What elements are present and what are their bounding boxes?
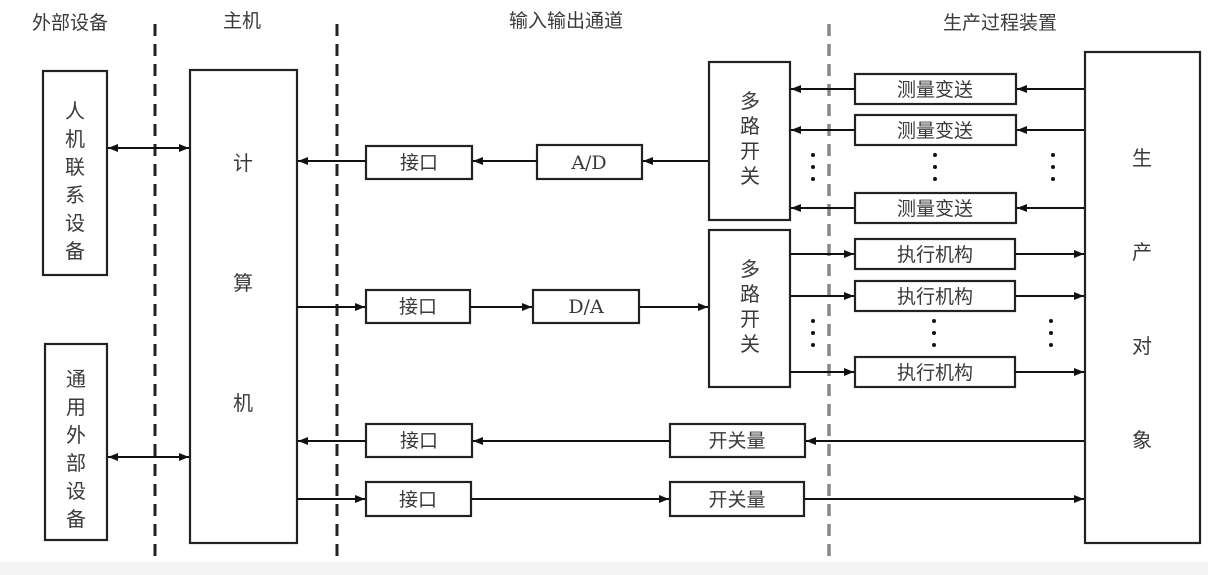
svg-text:A/D: A/D — [570, 152, 606, 174]
computer-label: 计算机 — [233, 151, 253, 415]
actuator-label: 执行机构 — [897, 244, 973, 266]
switch-qty-block-in: 开关量 — [668, 422, 807, 459]
sensor-block: 测量变送 — [853, 113, 1018, 147]
sensor-block: 测量变送 — [853, 191, 1018, 225]
ellipsis-dots-icon — [1051, 153, 1055, 181]
interface-block-digital-out: 接口 — [364, 480, 473, 518]
adc-block: A/D — [535, 143, 644, 181]
actuator-block: 执行机构 — [853, 237, 1017, 271]
section-header-process: 生产过程装置 — [943, 12, 1057, 34]
ellipsis-dots-icon — [1049, 319, 1053, 347]
svg-text:D/A: D/A — [568, 296, 604, 318]
section-header-host: 主机 — [223, 10, 261, 32]
sensor-label: 测量变送 — [897, 120, 973, 142]
actuator-label: 执行机构 — [897, 286, 973, 308]
actuator-block: 执行机构 — [853, 355, 1017, 389]
interface-block-analog-out: 接口 — [364, 288, 472, 325]
svg-text:开关量: 开关量 — [708, 430, 765, 452]
ellipsis-dots-icon — [932, 319, 936, 347]
actuator-block: 执行机构 — [853, 279, 1017, 313]
interface-block-analog-in: 接口 — [364, 144, 474, 181]
svg-text:接口: 接口 — [399, 296, 437, 318]
svg-text:接口: 接口 — [400, 430, 438, 452]
section-header-io-channel: 输入输出通道 — [509, 10, 623, 32]
computer-block: 计算机 — [188, 68, 299, 545]
mux-input-block: 多路开关 — [707, 60, 792, 222]
sensor-label: 测量变送 — [897, 198, 973, 220]
bottom-strip — [0, 562, 1208, 575]
hmi-device-label: 人机联系设备 — [65, 99, 85, 263]
general-peripheral-block: 通用外部设备 — [43, 342, 109, 542]
hmi-device-block: 人机联系设备 — [41, 69, 109, 277]
actuator-label: 执行机构 — [897, 362, 973, 384]
ellipsis-dots-icon — [933, 153, 937, 181]
dac-block: D/A — [531, 288, 641, 325]
production-object-block: 生产对象 — [1083, 50, 1202, 545]
interface-block-digital-in: 接口 — [364, 422, 474, 459]
svg-text:接口: 接口 — [399, 489, 437, 511]
sensor-label: 测量变送 — [897, 79, 973, 101]
mux-output-label: 多路开关 — [740, 257, 760, 356]
production-object-label: 生产对象 — [1132, 146, 1152, 452]
sensor-block: 测量变送 — [853, 72, 1018, 106]
svg-text:开关量: 开关量 — [708, 489, 765, 511]
general-peripheral-label: 通用外部设备 — [66, 367, 86, 531]
section-header-external: 外部设备 — [32, 12, 108, 34]
ellipsis-dots-icon — [811, 153, 815, 181]
svg-text:接口: 接口 — [400, 152, 438, 174]
switch-qty-block-out: 开关量 — [668, 480, 806, 518]
mux-output-block: 多路开关 — [707, 228, 792, 389]
mux-input-label: 多路开关 — [740, 89, 760, 188]
ellipsis-dots-icon — [811, 319, 815, 347]
